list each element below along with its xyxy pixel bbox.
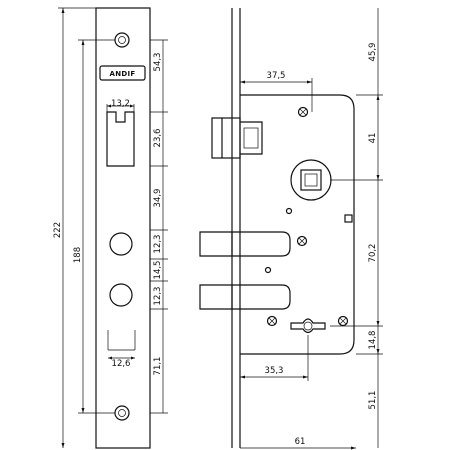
pivot-point-lower — [264, 266, 272, 274]
backset-cylinder-dim: 35,3 — [265, 366, 284, 376]
bottom-offset-dim: 71,1 — [153, 357, 163, 376]
faceplate-view: ANDIF 13,2 12,6 222 — [53, 7, 168, 449]
top-offset-dim: 54,3 — [153, 53, 163, 72]
overall-height-dim: 222 — [53, 222, 63, 238]
lower-slot — [107, 330, 136, 351]
lower-lever-hole — [109, 283, 133, 307]
lever-gap-lower-dim: 12,3 — [153, 287, 163, 306]
spindle-follower — [290, 159, 332, 201]
latch-offset-dim: 23,6 — [153, 129, 163, 148]
cylinder-keyhole — [290, 318, 326, 334]
dead-bolt-upper — [199, 231, 291, 257]
upper-lever-hole — [109, 232, 133, 256]
latch-bolt — [211, 117, 263, 159]
latch-opening: 13,2 — [106, 99, 135, 167]
faceplate-outline — [95, 7, 151, 449]
backset-latch-dimension: 37,5 — [240, 71, 313, 112]
depth-dim: 61 — [295, 437, 306, 447]
spindle-to-cylinder-dim: 70,2 — [368, 244, 378, 263]
bottom-screw-hole — [114, 405, 130, 421]
side-view: 37,5 35,3 61 45,9 41 — [199, 8, 383, 450]
top-screw-hole — [114, 32, 130, 48]
latch-width-dim: 13,2 — [111, 99, 130, 109]
case-screws — [266, 106, 349, 327]
depth-dimension: 61 — [240, 437, 356, 450]
side-front-plate — [231, 8, 241, 448]
lever-gap-upper-dim: 12,3 — [153, 235, 163, 254]
backset-cylinder-dimension: 35,3 — [240, 335, 309, 381]
brand-logo-text: ANDIF — [110, 70, 136, 78]
screw-spacing-dim: 188 — [73, 247, 83, 263]
side-bottom-offset-dim: 51,1 — [368, 391, 378, 410]
pivot-point — [285, 207, 293, 215]
side-top-offset-dim: 45,9 — [368, 43, 378, 62]
cylinder-offset-dim: 14,8 — [368, 331, 378, 350]
small-slot — [344, 214, 353, 223]
lower-width-dim: 12,6 — [112, 359, 131, 369]
screw-spacing-dimension: 188 — [73, 39, 115, 414]
brand-logo: ANDIF — [99, 65, 146, 81]
latch-to-bolt-dim: 34,9 — [153, 189, 163, 208]
latch-to-spindle-dim: 41 — [368, 133, 378, 144]
faceplate-right-dimensions: 54,3 23,6 34,9 12,3 14,5 12,3 71,1 — [150, 39, 168, 414]
side-right-dimensions: 45,9 41 70,2 14,8 51,1 — [330, 8, 383, 448]
overall-height-dimension: 222 — [53, 7, 96, 448]
backset-latch-dim: 37,5 — [267, 71, 286, 81]
lock-case — [240, 94, 355, 355]
dead-bolt-lower — [199, 284, 291, 310]
lever-spacing-dim: 14,5 — [153, 261, 163, 280]
